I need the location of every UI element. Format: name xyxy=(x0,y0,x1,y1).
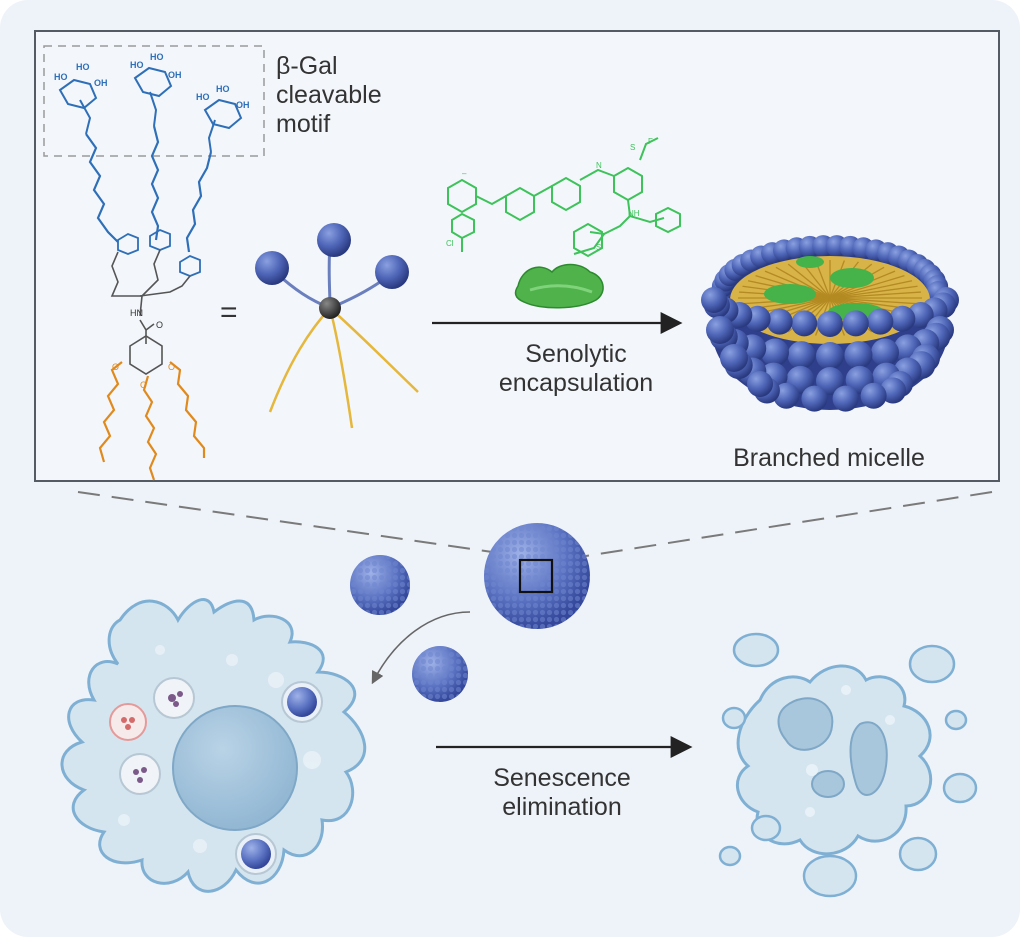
hydrophobic-tail xyxy=(328,307,354,429)
micelle-sphere xyxy=(832,385,859,412)
internalized-nanoparticle xyxy=(241,839,271,869)
micelle-sphere xyxy=(871,338,899,367)
hydrophobic-tail xyxy=(329,307,419,393)
svg-text:O: O xyxy=(140,380,147,390)
cell-nucleus xyxy=(172,705,298,831)
micelle-sphere xyxy=(706,316,734,344)
micelle-sphere xyxy=(817,311,843,337)
eliminated-cell xyxy=(718,632,978,898)
motif-label-line: cleavable xyxy=(276,80,382,109)
micelle-sphere xyxy=(844,341,873,370)
motif-label-line: β-Gal xyxy=(276,52,338,80)
zoom-line-left xyxy=(77,491,521,557)
encapsulation-label-line: Senolytic xyxy=(525,340,627,368)
svg-text:OH: OH xyxy=(236,100,250,110)
svg-text:O: O xyxy=(156,320,163,330)
elimination-label-line: elimination xyxy=(502,792,622,821)
nanoparticle-small xyxy=(350,555,410,615)
morpholine-ring xyxy=(655,206,681,234)
micelle-sphere xyxy=(889,305,916,332)
micelle-sphere xyxy=(761,338,789,367)
micelle-label: Branched micelle xyxy=(733,444,925,472)
hydrophilic-head-sphere xyxy=(317,223,351,257)
svg-text:F: F xyxy=(648,137,653,146)
core-linkers xyxy=(110,249,191,375)
svg-text:O: O xyxy=(112,362,119,372)
encapsulated-drug xyxy=(764,284,816,304)
motif-dashed-box xyxy=(43,45,265,157)
motif-label: β-Gal cleavable motif xyxy=(276,52,382,138)
elimination-label-line: Senescence xyxy=(493,764,631,792)
svg-text:NH: NH xyxy=(628,209,640,218)
svg-text:HO: HO xyxy=(54,72,68,82)
svg-text:HO: HO xyxy=(196,92,210,102)
encapsulation-label-line: encapsulation xyxy=(498,368,654,397)
zoom-line-right xyxy=(585,491,993,557)
hydrophilic-head-sphere xyxy=(375,255,409,289)
zoom-box xyxy=(518,558,554,594)
svg-text:Cl: Cl xyxy=(446,239,454,248)
svg-text:OH: OH xyxy=(168,70,182,80)
micelle-sphere xyxy=(816,367,844,395)
svg-text:S: S xyxy=(596,243,601,252)
micelle-sphere xyxy=(801,385,828,412)
svg-text:HO: HO xyxy=(130,60,144,70)
micelle-sphere xyxy=(720,344,748,372)
svg-text:HO: HO xyxy=(150,52,164,62)
unimer-schematic xyxy=(255,223,419,429)
equals-sign: = xyxy=(220,296,238,329)
svg-text:O: O xyxy=(168,362,175,372)
micelle-sphere xyxy=(867,308,894,335)
svg-text:HO: HO xyxy=(76,62,90,72)
nuclear-fragment xyxy=(811,770,845,798)
senolytic-drug-structure xyxy=(447,137,681,258)
svg-text:OH: OH xyxy=(94,78,108,88)
svg-text:S: S xyxy=(630,143,635,152)
elimination-label: Senescence elimination xyxy=(462,764,662,822)
svg-text:‒: ‒ xyxy=(462,169,467,178)
micelle-sphere xyxy=(816,342,844,370)
nanoparticle-large xyxy=(484,523,590,629)
svg-text:HN: HN xyxy=(130,308,143,318)
apoptotic-bodies xyxy=(718,632,978,898)
micelle-sphere xyxy=(787,341,816,370)
peg-linker-chains xyxy=(85,125,213,253)
nuclear-fragment xyxy=(849,721,888,796)
svg-text:N: N xyxy=(596,161,602,170)
triazole-rings xyxy=(117,228,201,277)
micelle-sphere xyxy=(766,308,793,335)
micelle-sphere xyxy=(747,371,773,397)
core-node xyxy=(319,297,341,319)
micelle-sphere xyxy=(842,310,869,337)
hydrophobic-tail xyxy=(268,307,331,413)
micelle-sphere xyxy=(860,382,887,409)
encapsulated-drug xyxy=(796,256,824,268)
senescent-cell xyxy=(60,598,367,893)
svg-text:HO: HO xyxy=(216,84,230,94)
encapsulation-label: Senolytic encapsulation xyxy=(476,340,676,398)
lipid-tails xyxy=(98,361,206,481)
nanoparticle-small xyxy=(412,646,468,702)
encapsulated-drug xyxy=(830,268,874,288)
lysosome xyxy=(109,703,147,741)
nuclear-fragment xyxy=(777,697,834,751)
uptake-arrow xyxy=(371,611,471,685)
branched-micelle xyxy=(701,235,959,412)
piperazine-ring xyxy=(505,186,535,222)
lysosome xyxy=(119,753,161,795)
internalized-nanoparticle xyxy=(287,687,317,717)
hydrophilic-head-sphere xyxy=(255,251,289,285)
motif-label-line: motif xyxy=(276,109,331,138)
micelle-sphere xyxy=(791,310,818,337)
sugar-rings xyxy=(58,66,243,153)
micelle-sphere xyxy=(701,287,727,313)
dendron-molecule-structure: HO HO OH HO HO OH HO HO OH xyxy=(43,45,265,481)
